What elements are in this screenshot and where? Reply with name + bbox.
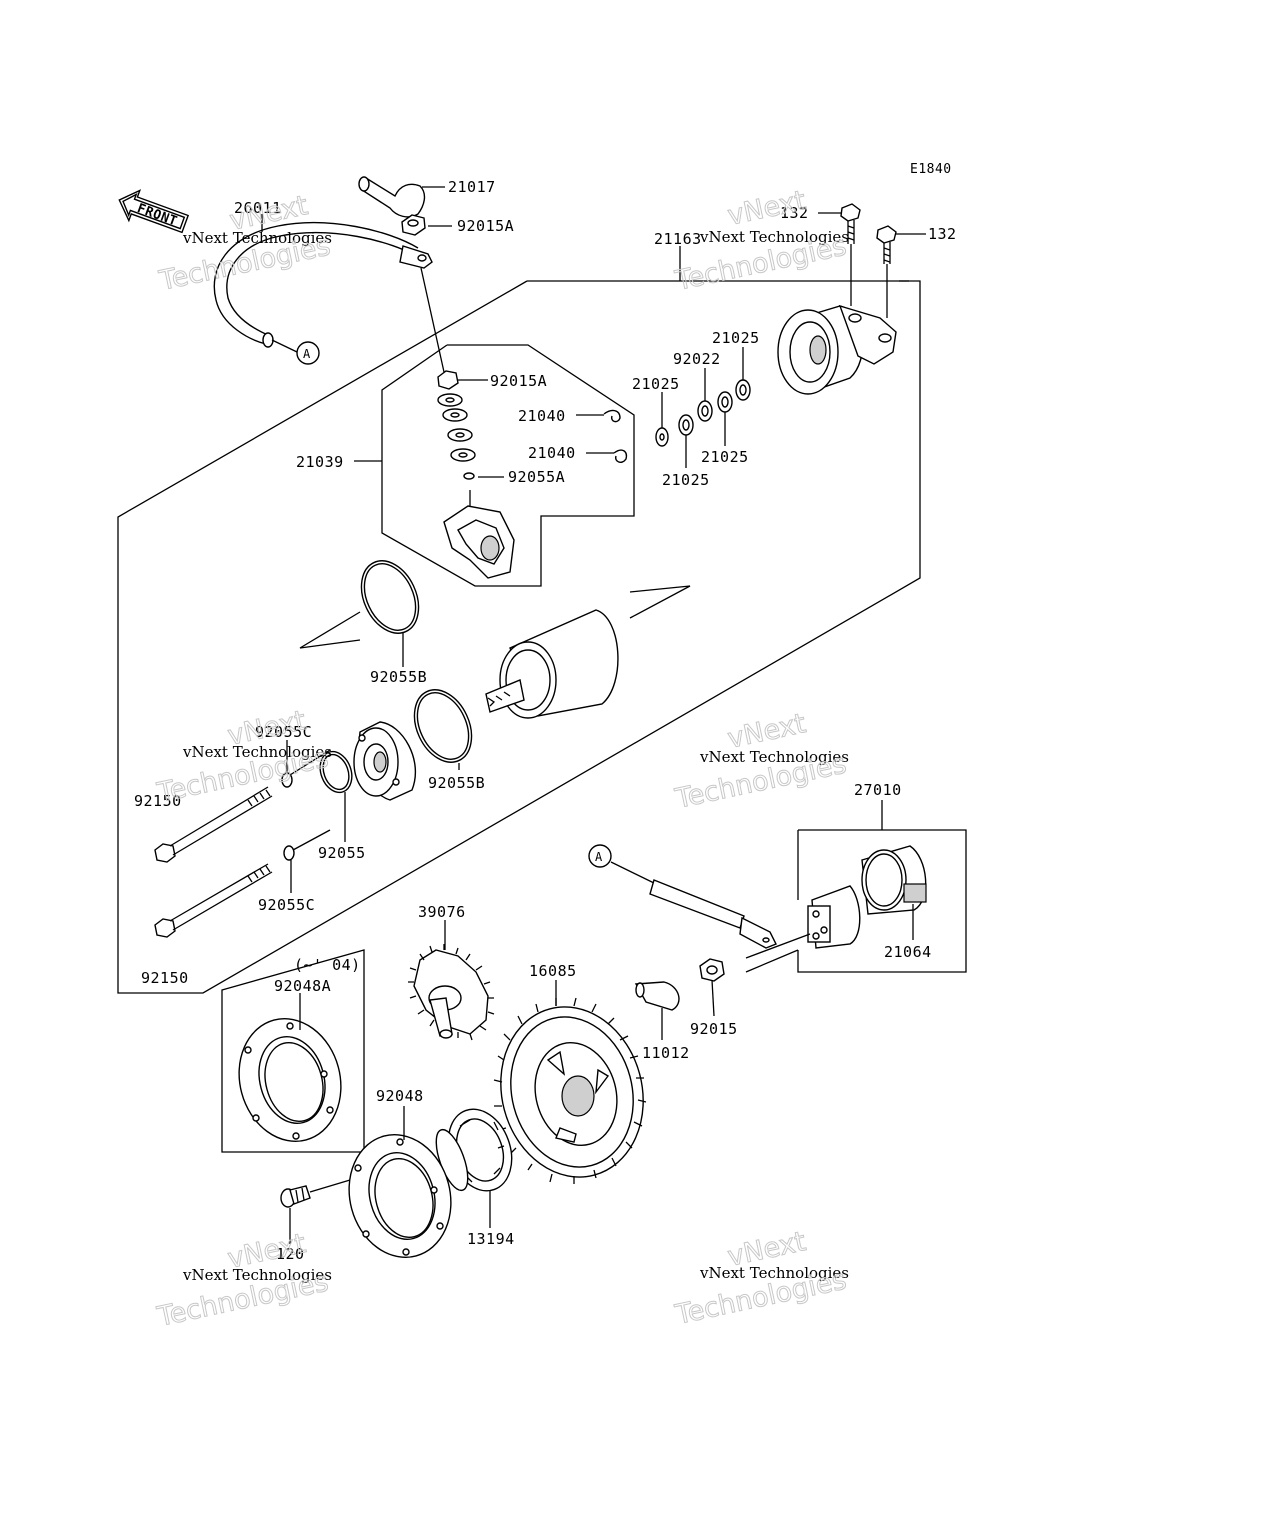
- watermark-text: vNext Technologies: [182, 1266, 332, 1284]
- relay-cover-21064: [861, 845, 927, 915]
- starter-relay: [807, 885, 861, 949]
- label-92055B-b: 92055B: [428, 774, 485, 792]
- assembly-outline: [117, 280, 921, 994]
- leader-lines: [261, 186, 926, 1244]
- watermark-mid-right: vNext vNext Technologies Technologies: [672, 708, 850, 816]
- watermark-text: vNext Technologies: [699, 748, 849, 766]
- watermark-bottom-right: vNext vNext Technologies Technologies: [672, 1226, 850, 1332]
- watermark-text: vNext Technologies: [699, 228, 849, 246]
- through-bolt-92150-a: [154, 786, 273, 863]
- bolt-132-a: [840, 203, 861, 244]
- watermark-text: vNext Technologies: [182, 743, 332, 761]
- label-92022: 92022: [673, 350, 721, 368]
- flange-92048: [348, 1134, 452, 1258]
- connector-a-bottom-icon: A: [588, 844, 612, 868]
- washers-21025: [655, 379, 751, 447]
- cap-11012: [634, 981, 680, 1011]
- nut-92015A-top: [401, 214, 426, 236]
- label-04: (~' 04): [294, 956, 361, 974]
- terminal-boot-21017: [358, 176, 426, 218]
- label-92048A: 92048A: [274, 977, 331, 995]
- nut-92015: [699, 958, 725, 982]
- watermark-vnext: vNext: [725, 185, 809, 232]
- label-21025-d: 21025: [662, 471, 710, 489]
- label-92055C-a: 92055C: [255, 723, 312, 741]
- label-92048: 92048: [376, 1087, 424, 1105]
- connector-a-top-icon: A: [296, 341, 320, 365]
- label-27010: 27010: [854, 781, 902, 799]
- watermark-mid-left: vNext vNext Technologies Technologies: [154, 705, 332, 810]
- label-16085: 16085: [529, 962, 577, 980]
- connector-a-bottom-label: A: [595, 850, 603, 864]
- label-26011: 26011: [234, 199, 282, 217]
- label-92015A-top: 92015A: [457, 217, 514, 235]
- brush-plate: [443, 490, 515, 579]
- label-39076: 39076: [418, 903, 466, 921]
- label-21025-c: 21025: [701, 448, 749, 466]
- label-92055: 92055: [318, 844, 366, 862]
- o-ring-92055: [319, 750, 353, 794]
- spring-21040-a: [603, 409, 621, 423]
- label-92150-a: 92150: [134, 792, 182, 810]
- label-21040-b: 21040: [528, 444, 576, 462]
- watermark-top-left: vNext vNext Technologies Technologies: [156, 190, 334, 298]
- front-cover: [353, 721, 417, 801]
- label-92055A: 92055A: [508, 468, 565, 486]
- o-ring-92055B-lower: [413, 689, 473, 763]
- part-labels: 26011 21017 92015A 92015A 21163 132 132 …: [134, 178, 957, 1263]
- label-120: 120: [276, 1245, 305, 1263]
- label-21025-a: 21025: [712, 329, 760, 347]
- watermark-text: vNext Technologies: [699, 1264, 849, 1282]
- label-92055B-a: 92055B: [370, 668, 427, 686]
- label-92015A-mid: 92015A: [490, 372, 547, 390]
- flange-92048A: [238, 1018, 342, 1142]
- label-13194: 13194: [467, 1230, 515, 1248]
- label-11012: 11012: [642, 1044, 690, 1062]
- screw-120: [280, 1179, 351, 1208]
- connector-a-label: A: [303, 347, 311, 361]
- label-92055C-b: 92055C: [258, 896, 315, 914]
- spring-21040-b: [613, 449, 628, 463]
- front-arrow-icon: FRONT: [118, 189, 190, 234]
- label-132-a: 132: [780, 204, 809, 222]
- bolt-132-b: [876, 225, 897, 264]
- label-21025-b: 21025: [632, 375, 680, 393]
- idler-gear-39076: [408, 944, 495, 1041]
- one-way-clutch-13194: [435, 1108, 513, 1192]
- o-ring-92055B-upper: [360, 560, 420, 634]
- label-21039: 21039: [296, 453, 344, 471]
- diagram-code: E1840: [910, 162, 952, 177]
- o-ring-92055C-b: [283, 845, 295, 861]
- end-cover-21163: [777, 304, 897, 395]
- starter-cable-26011: [213, 221, 433, 348]
- label-92015: 92015: [690, 1020, 738, 1038]
- label-21017: 21017: [448, 178, 496, 196]
- label-92150-b: 92150: [141, 969, 189, 987]
- label-21040-a: 21040: [518, 407, 566, 425]
- relay-cable: [649, 879, 777, 949]
- label-21064: 21064: [884, 943, 932, 961]
- watermark-bottom-left: vNext vNext Technologies Technologies: [154, 1228, 332, 1334]
- label-21163: 21163: [654, 230, 702, 248]
- relay-box: [797, 829, 967, 973]
- label-132-b: 132: [928, 225, 957, 243]
- washer-stack: [437, 370, 476, 480]
- through-bolt-92150-b: [154, 863, 273, 938]
- starter-clutch-gear-16085: [493, 997, 647, 1184]
- watermark-text: vNext Technologies: [182, 229, 332, 247]
- starter-motor-yoke: [485, 609, 619, 719]
